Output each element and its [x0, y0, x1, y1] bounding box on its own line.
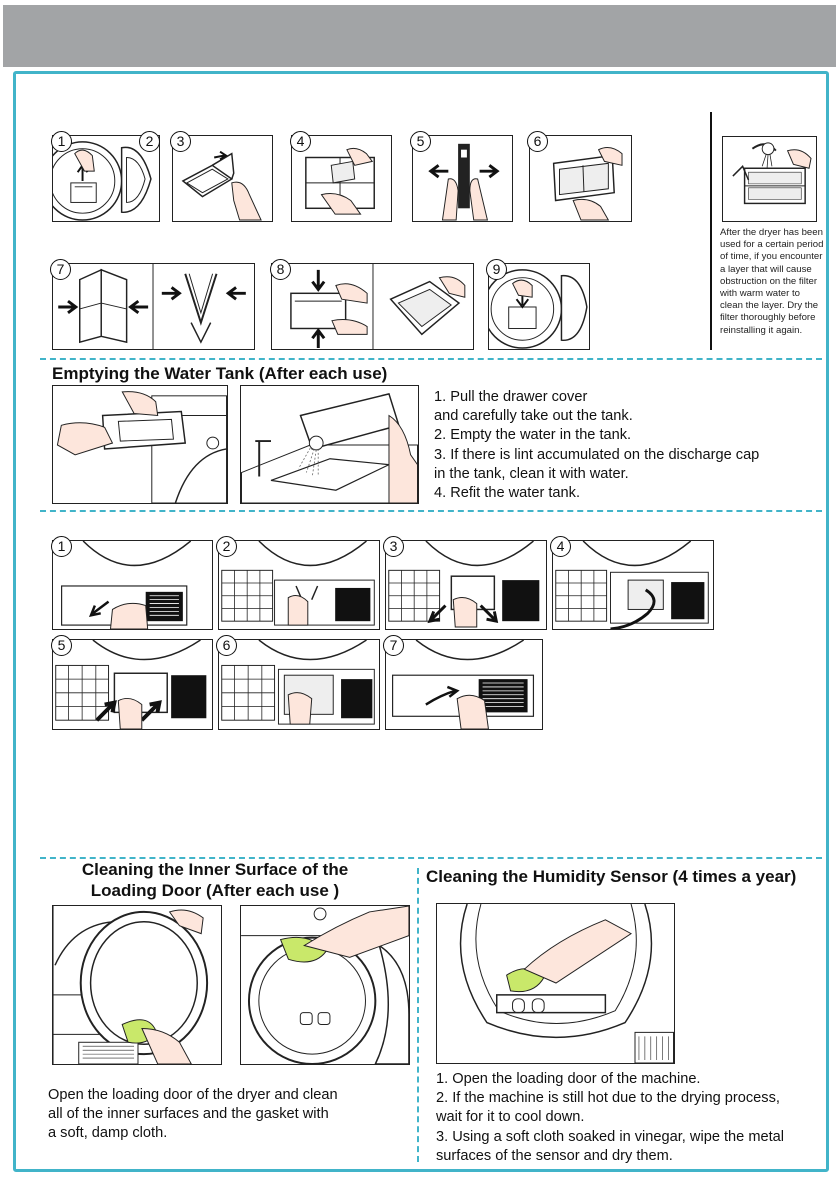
step-number: 7	[383, 635, 404, 656]
step-number: 2	[216, 536, 237, 557]
instruction-line: 2. If the machine is still hot due to th…	[436, 1090, 780, 1107]
note-divider	[710, 112, 712, 350]
instruction-line: 1. Open the loading door of the machine.	[436, 1071, 701, 1087]
humidity-sensor-instructions: 1. Open the loading door of the machine.…	[436, 1070, 828, 1166]
condenser-step-2-illustration	[218, 540, 380, 630]
instruction-line: surfaces of the sensor and dry them.	[436, 1147, 673, 1164]
step-number: 3	[170, 131, 191, 152]
step-number: 8	[270, 259, 291, 280]
door-cleaning-instructions: Open the loading door of the dryer and c…	[48, 1086, 398, 1144]
water-tank-instructions: 1. Pull the drawer cover and carefully t…	[434, 388, 824, 503]
heading-line: Loading Door (After each use )	[90, 881, 340, 900]
instruction-line: in the tank, clean it with water.	[434, 465, 629, 482]
filter-step-9-illustration	[488, 263, 590, 350]
step-number: 5	[51, 635, 72, 656]
filter-step-3-illustration	[172, 135, 273, 222]
step-number: 6	[216, 635, 237, 656]
condenser-step-7-illustration	[385, 639, 543, 730]
water-tank-step-2-illustration	[240, 385, 419, 504]
page-frame	[13, 71, 829, 1172]
condenser-step-4-illustration	[552, 540, 714, 630]
step-number: 7	[50, 259, 71, 280]
instruction-line: 4. Refit the water tank.	[434, 485, 581, 502]
column-divider	[417, 868, 419, 1162]
step-number: 3	[383, 536, 404, 557]
step-number: 2	[139, 131, 160, 152]
header-bar	[3, 5, 836, 67]
filter-step-5-illustration	[412, 135, 513, 222]
instruction-line: 3. Using a soft cloth soaked in vinegar,…	[436, 1128, 785, 1145]
condenser-step-1-illustration	[52, 540, 213, 630]
instruction-line: all of the inner surfaces and the gasket…	[48, 1106, 329, 1123]
door-cleaning-heading: Cleaning the Inner Surface of the Loadin…	[40, 859, 390, 901]
instruction-line: 1. Pull the drawer cover	[434, 389, 588, 405]
humidity-sensor-illustration	[436, 903, 675, 1064]
instruction-line: and carefully take out the tank.	[434, 408, 633, 425]
filter-step-4-illustration	[291, 135, 392, 222]
condenser-step-5-illustration	[52, 639, 213, 730]
instruction-line: Open the loading door of the dryer and c…	[48, 1087, 338, 1103]
instruction-line: 2. Empty the water in the tank.	[434, 427, 632, 444]
section-divider	[40, 857, 822, 859]
step-number: 1	[51, 131, 72, 152]
filter-step-8-illustration	[271, 263, 474, 350]
instruction-line: a soft, damp cloth.	[48, 1125, 168, 1142]
filter-step-1-2-illustration	[52, 135, 160, 222]
filter-note: After the dryer has been used for a cert…	[720, 227, 824, 336]
door-cleaning-step-2-illustration	[240, 905, 410, 1065]
step-number: 4	[290, 131, 311, 152]
filter-step-7-illustration	[52, 263, 255, 350]
step-number: 4	[550, 536, 571, 557]
condenser-step-3-illustration	[385, 540, 547, 630]
section-divider	[40, 510, 822, 512]
heading-line: Cleaning the Inner Surface of the	[81, 860, 349, 879]
filter-step-6-illustration	[529, 135, 632, 222]
step-number: 5	[410, 131, 431, 152]
step-number: 1	[51, 536, 72, 557]
door-cleaning-step-1-illustration	[52, 905, 222, 1065]
instruction-line: 3. If there is lint accumulated on the d…	[434, 446, 760, 463]
step-number: 6	[527, 131, 548, 152]
water-tank-heading: Emptying the Water Tank (After each use)	[52, 364, 388, 383]
water-tank-step-1-illustration	[52, 385, 228, 504]
step-number: 9	[486, 259, 507, 280]
humidity-sensor-heading: Cleaning the Humidity Sensor (4 times a …	[426, 867, 797, 886]
instruction-line: wait for it to cool down.	[436, 1109, 585, 1126]
section-divider	[40, 358, 822, 360]
condenser-step-6-illustration	[218, 639, 380, 730]
filter-washing-illustration	[722, 136, 817, 222]
